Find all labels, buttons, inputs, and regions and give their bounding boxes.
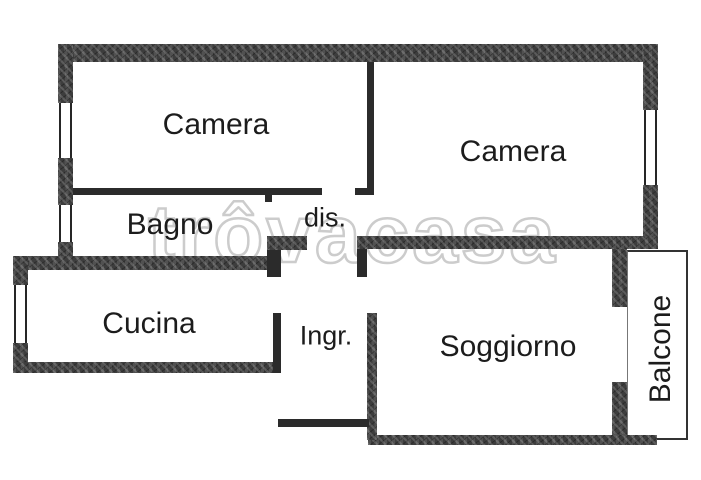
outer-wall-cucina-bottom <box>13 362 280 373</box>
wall-bagno-bottom <box>13 256 281 270</box>
wall-cucina-ingresso <box>273 313 281 373</box>
wall-camera1-bottom <box>73 188 322 195</box>
balcony-outline <box>627 250 688 440</box>
wall-camera2-soggiorno <box>357 236 658 249</box>
outer-wall-left-mid <box>58 158 73 205</box>
room-label-ingresso: Ingr. <box>299 320 353 351</box>
wall-soggiorno-right-lower <box>612 382 627 440</box>
room-label-camera-2: Camera <box>459 135 567 168</box>
room-label-cucina: Cucina <box>102 307 196 340</box>
room-label-bagno: Bagno <box>126 208 214 241</box>
wall-soggiorno-bottom <box>368 435 657 445</box>
wall-camera-divider-foot <box>355 188 374 195</box>
room-label-balcone: Balcone <box>644 294 677 404</box>
window-symbol-camera2 <box>644 110 657 185</box>
outer-wall-top <box>58 44 658 62</box>
window-symbol-camera1 <box>59 103 72 158</box>
outer-wall-right-lower <box>643 185 658 248</box>
room-label-soggiorno: Soggiorno <box>439 330 577 363</box>
room-label-disimpegno: dis. <box>303 202 347 233</box>
wall-camera-divider <box>367 62 374 195</box>
wall-soggiorno-left <box>367 313 377 440</box>
door-jamb-ingresso-right <box>357 249 367 277</box>
outer-wall-left-upper <box>58 44 73 103</box>
wall-ingresso-bottom <box>278 419 369 427</box>
door-jamb-ingresso-left <box>267 250 281 277</box>
wall-soggiorno-right-upper <box>612 249 627 307</box>
window-symbol-cucina <box>14 285 27 343</box>
outer-wall-cucina-left-upper <box>13 256 28 285</box>
outer-wall-left-lower <box>58 242 73 258</box>
window-symbol-bagno <box>59 205 72 242</box>
outer-wall-right-upper <box>643 44 658 110</box>
door-jamb-bagno <box>265 195 272 202</box>
room-label-camera-1: Camera <box>162 108 270 141</box>
wall-dis-bottom-left <box>267 236 307 250</box>
